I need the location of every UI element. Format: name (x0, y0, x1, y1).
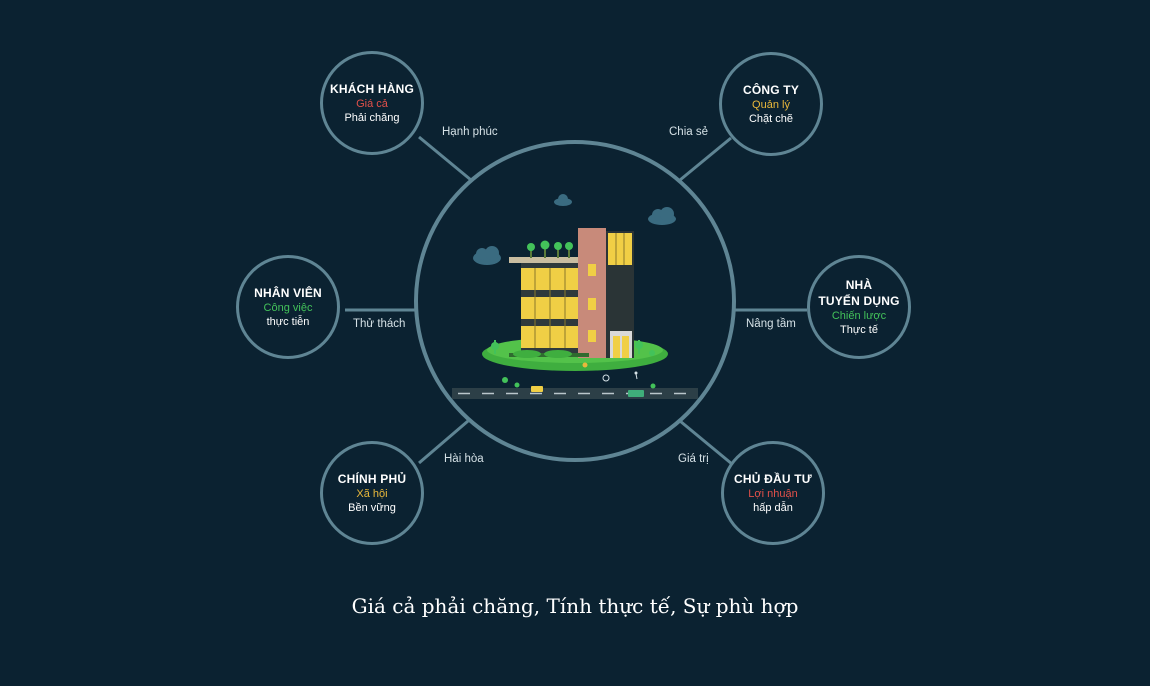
node-title: KHÁCH HÀNG (330, 82, 414, 96)
edge-label-company: Chia sẻ (669, 126, 708, 138)
edge-label-government: Hài hòa (444, 453, 484, 465)
edge-label-customer: Hạnh phúc (442, 126, 498, 138)
edge-label-recruiter: Nâng tầm (746, 318, 796, 330)
cyclist-icon (602, 374, 610, 382)
node-investor: CHỦ ĐẦU TƯ Lợi nhuận hấp dẫn (721, 441, 825, 545)
node-subtitle: Công việc (263, 302, 313, 314)
node-customer: KHÁCH HÀNG Giá cả Phải chăng (320, 51, 424, 155)
truck-icon (628, 390, 644, 397)
taxi-icon (531, 386, 543, 392)
node-detail: Bền vững (348, 502, 396, 514)
connector-company (679, 136, 732, 182)
node-detail: Phải chăng (344, 112, 400, 124)
node-subtitle: Xã hội (356, 488, 388, 500)
node-subtitle: Lợi nhuận (748, 488, 798, 500)
node-recruiter: NHÀ TUYỂN DỤNG Chiến lược Thực tế (807, 255, 911, 359)
node-company: CÔNG TY Quản lý Chặt chẽ (719, 52, 823, 156)
node-employee: NHÂN VIÊN Công việc thực tiễn (236, 255, 340, 359)
node-detail: Thực tế (840, 324, 878, 336)
node-detail: hấp dẫn (753, 502, 793, 514)
node-title: CHÍNH PHỦ (337, 472, 407, 486)
node-title-line2: TUYỂN DỤNG (818, 294, 900, 308)
tagline: Giá cả phải chăng, Tính thực tế, Sự phù … (351, 594, 799, 618)
node-title: CÔNG TY (742, 83, 800, 97)
edge-label-employee: Thử thách (353, 318, 406, 330)
node-government: CHÍNH PHỦ Xã hội Bền vững (320, 441, 424, 545)
node-title-line1: NHÀ (845, 278, 873, 292)
node-subtitle: Chiến lược (831, 310, 887, 322)
node-title: CHỦ ĐẦU TƯ (734, 472, 812, 486)
node-subtitle: Quản lý (752, 99, 790, 111)
node-subtitle: Giá cả (356, 98, 388, 110)
connector-government (418, 419, 469, 465)
connector-investor (679, 419, 733, 466)
node-detail: Chặt chẽ (748, 113, 794, 125)
connector-customer (418, 135, 472, 182)
node-title: NHÂN VIÊN (254, 286, 322, 300)
edge-label-investor: Giá trị (678, 453, 709, 465)
node-detail: thực tiễn (266, 316, 310, 328)
building-illustration (452, 194, 698, 399)
